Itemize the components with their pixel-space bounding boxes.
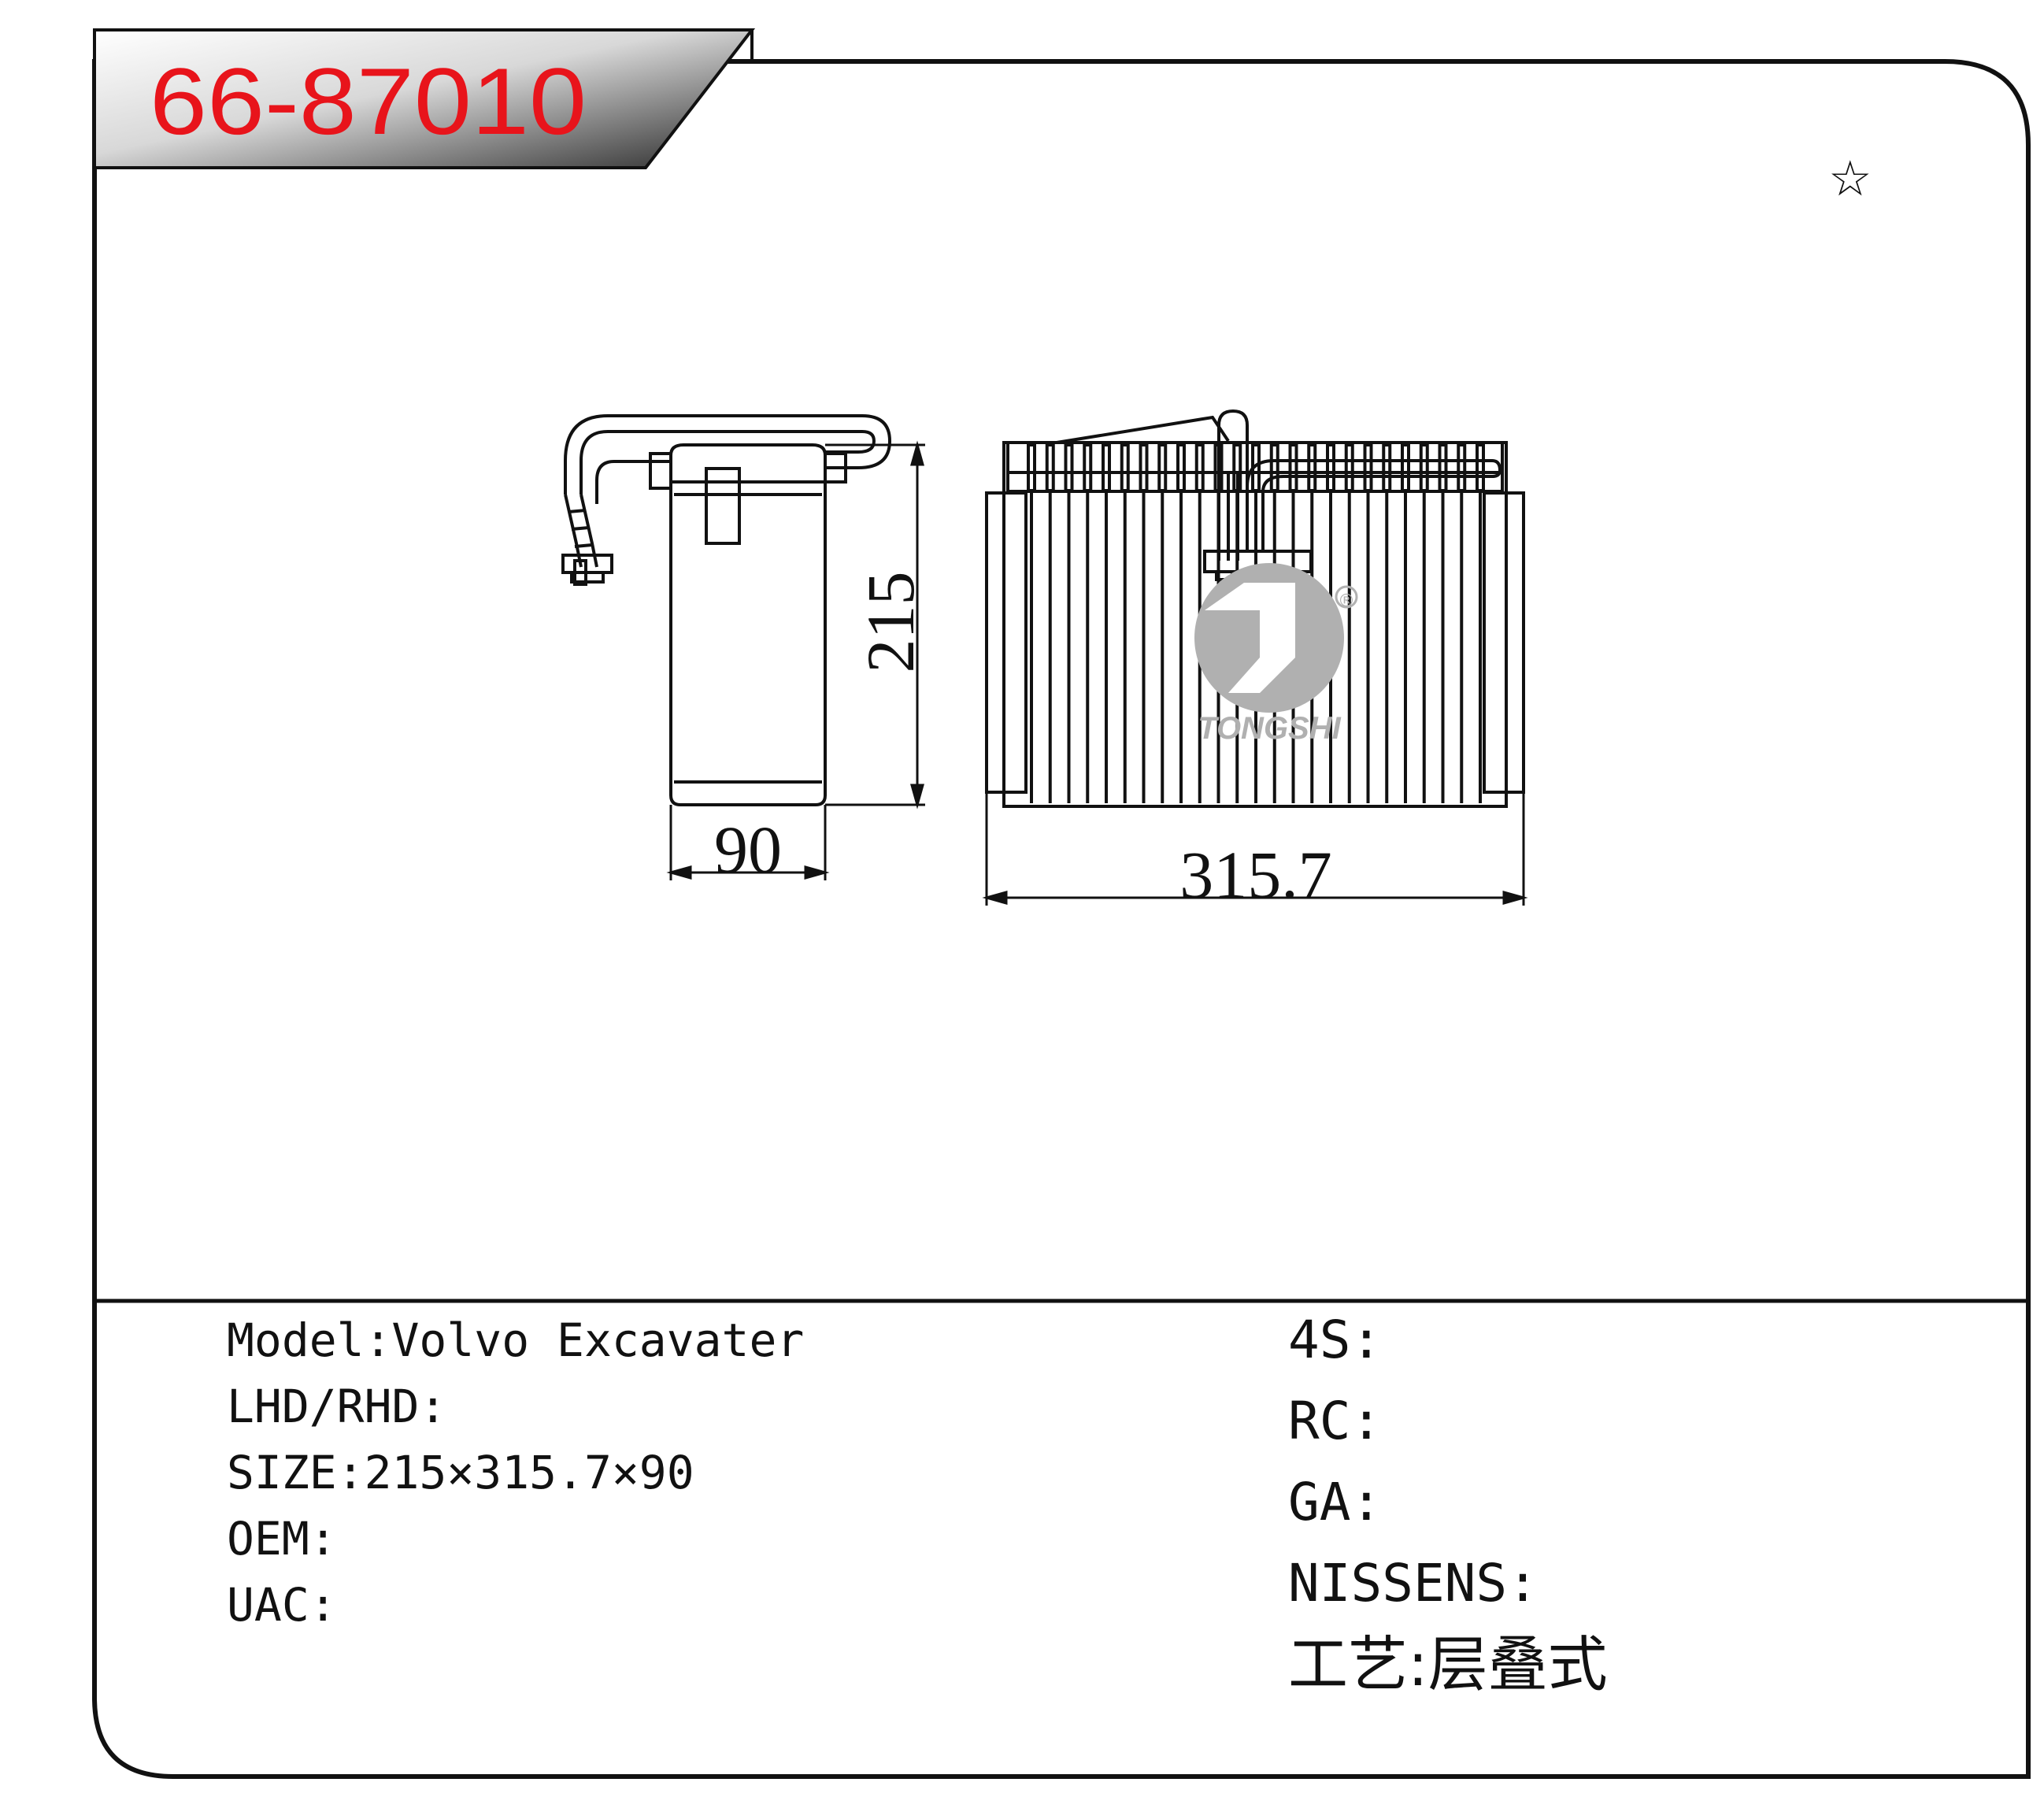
tube-header-cap bbox=[1194, 443, 1205, 492]
tube-header-cap bbox=[1083, 443, 1093, 492]
width-dimension: 315.7 bbox=[1179, 837, 1332, 913]
tube-header-cap bbox=[1438, 443, 1448, 492]
tube-header-cap bbox=[1344, 443, 1354, 492]
depth-dimension: 90 bbox=[714, 812, 782, 887]
spec-uac: UAC: bbox=[227, 1578, 337, 1632]
height-dimension: 215 bbox=[853, 572, 928, 673]
tube-header-cap bbox=[1139, 443, 1149, 492]
tube-header-cap bbox=[1045, 443, 1055, 492]
spec-oem: OEM: bbox=[227, 1512, 337, 1565]
tube-header-cap bbox=[1251, 443, 1261, 492]
tube-header-cap bbox=[1102, 443, 1111, 492]
tube-header-cap bbox=[1213, 443, 1224, 492]
title-tab bbox=[93, 28, 756, 169]
tube-header-cap bbox=[1027, 443, 1036, 492]
spec-process: 工艺:层叠式 bbox=[1288, 1629, 1608, 1699]
spec-rc: RC: bbox=[1288, 1391, 1383, 1451]
side-dimensions bbox=[666, 440, 925, 880]
tube-header-cap bbox=[1232, 443, 1242, 492]
front-dimensions bbox=[982, 792, 1528, 906]
tube-header-cap bbox=[1176, 443, 1186, 492]
spec-4s: 4S: bbox=[1288, 1310, 1383, 1370]
specs-left: Model:Volvo Excavater LHD/RHD: SIZE:215×… bbox=[227, 1307, 804, 1638]
registered-mark: ® bbox=[1338, 591, 1355, 611]
side-view bbox=[561, 414, 892, 806]
tube-header-cap bbox=[1307, 443, 1317, 492]
tube-header-cap bbox=[1157, 443, 1168, 492]
tube-header-cap bbox=[1382, 443, 1392, 492]
spec-nissens: NISSENS: bbox=[1288, 1553, 1539, 1614]
tube-header-cap bbox=[1288, 443, 1298, 492]
tube-header-cap bbox=[1401, 443, 1410, 492]
spec-size: SIZE:215×315.7×90 bbox=[227, 1446, 694, 1499]
page-frame bbox=[92, 59, 2031, 1779]
tube-header-cap bbox=[1457, 443, 1467, 492]
logo-brand: TONGSHI bbox=[1198, 711, 1341, 746]
spec-lhd-rhd: LHD/RHD: bbox=[227, 1380, 447, 1433]
part-number: 66-87010 bbox=[150, 49, 587, 154]
tube-header-cap bbox=[1269, 443, 1279, 492]
tube-header-cap bbox=[1363, 443, 1373, 492]
tube-header-cap bbox=[1476, 443, 1485, 492]
spec-ga: GA: bbox=[1288, 1472, 1383, 1532]
tube-header-cap bbox=[1064, 443, 1074, 492]
star-icon: ☆ bbox=[1828, 150, 1872, 207]
specs-right: 4S: RC: GA: NISSENS: 工艺:层叠式 bbox=[1288, 1299, 1608, 1705]
tube-header-cap bbox=[1120, 443, 1130, 492]
tongshi-logo: ® TONGSHI bbox=[1194, 563, 1358, 746]
tube-header-cap bbox=[1419, 443, 1429, 492]
spec-model: Model:Volvo Excavater bbox=[227, 1313, 805, 1367]
tube-header-cap bbox=[1326, 443, 1335, 492]
